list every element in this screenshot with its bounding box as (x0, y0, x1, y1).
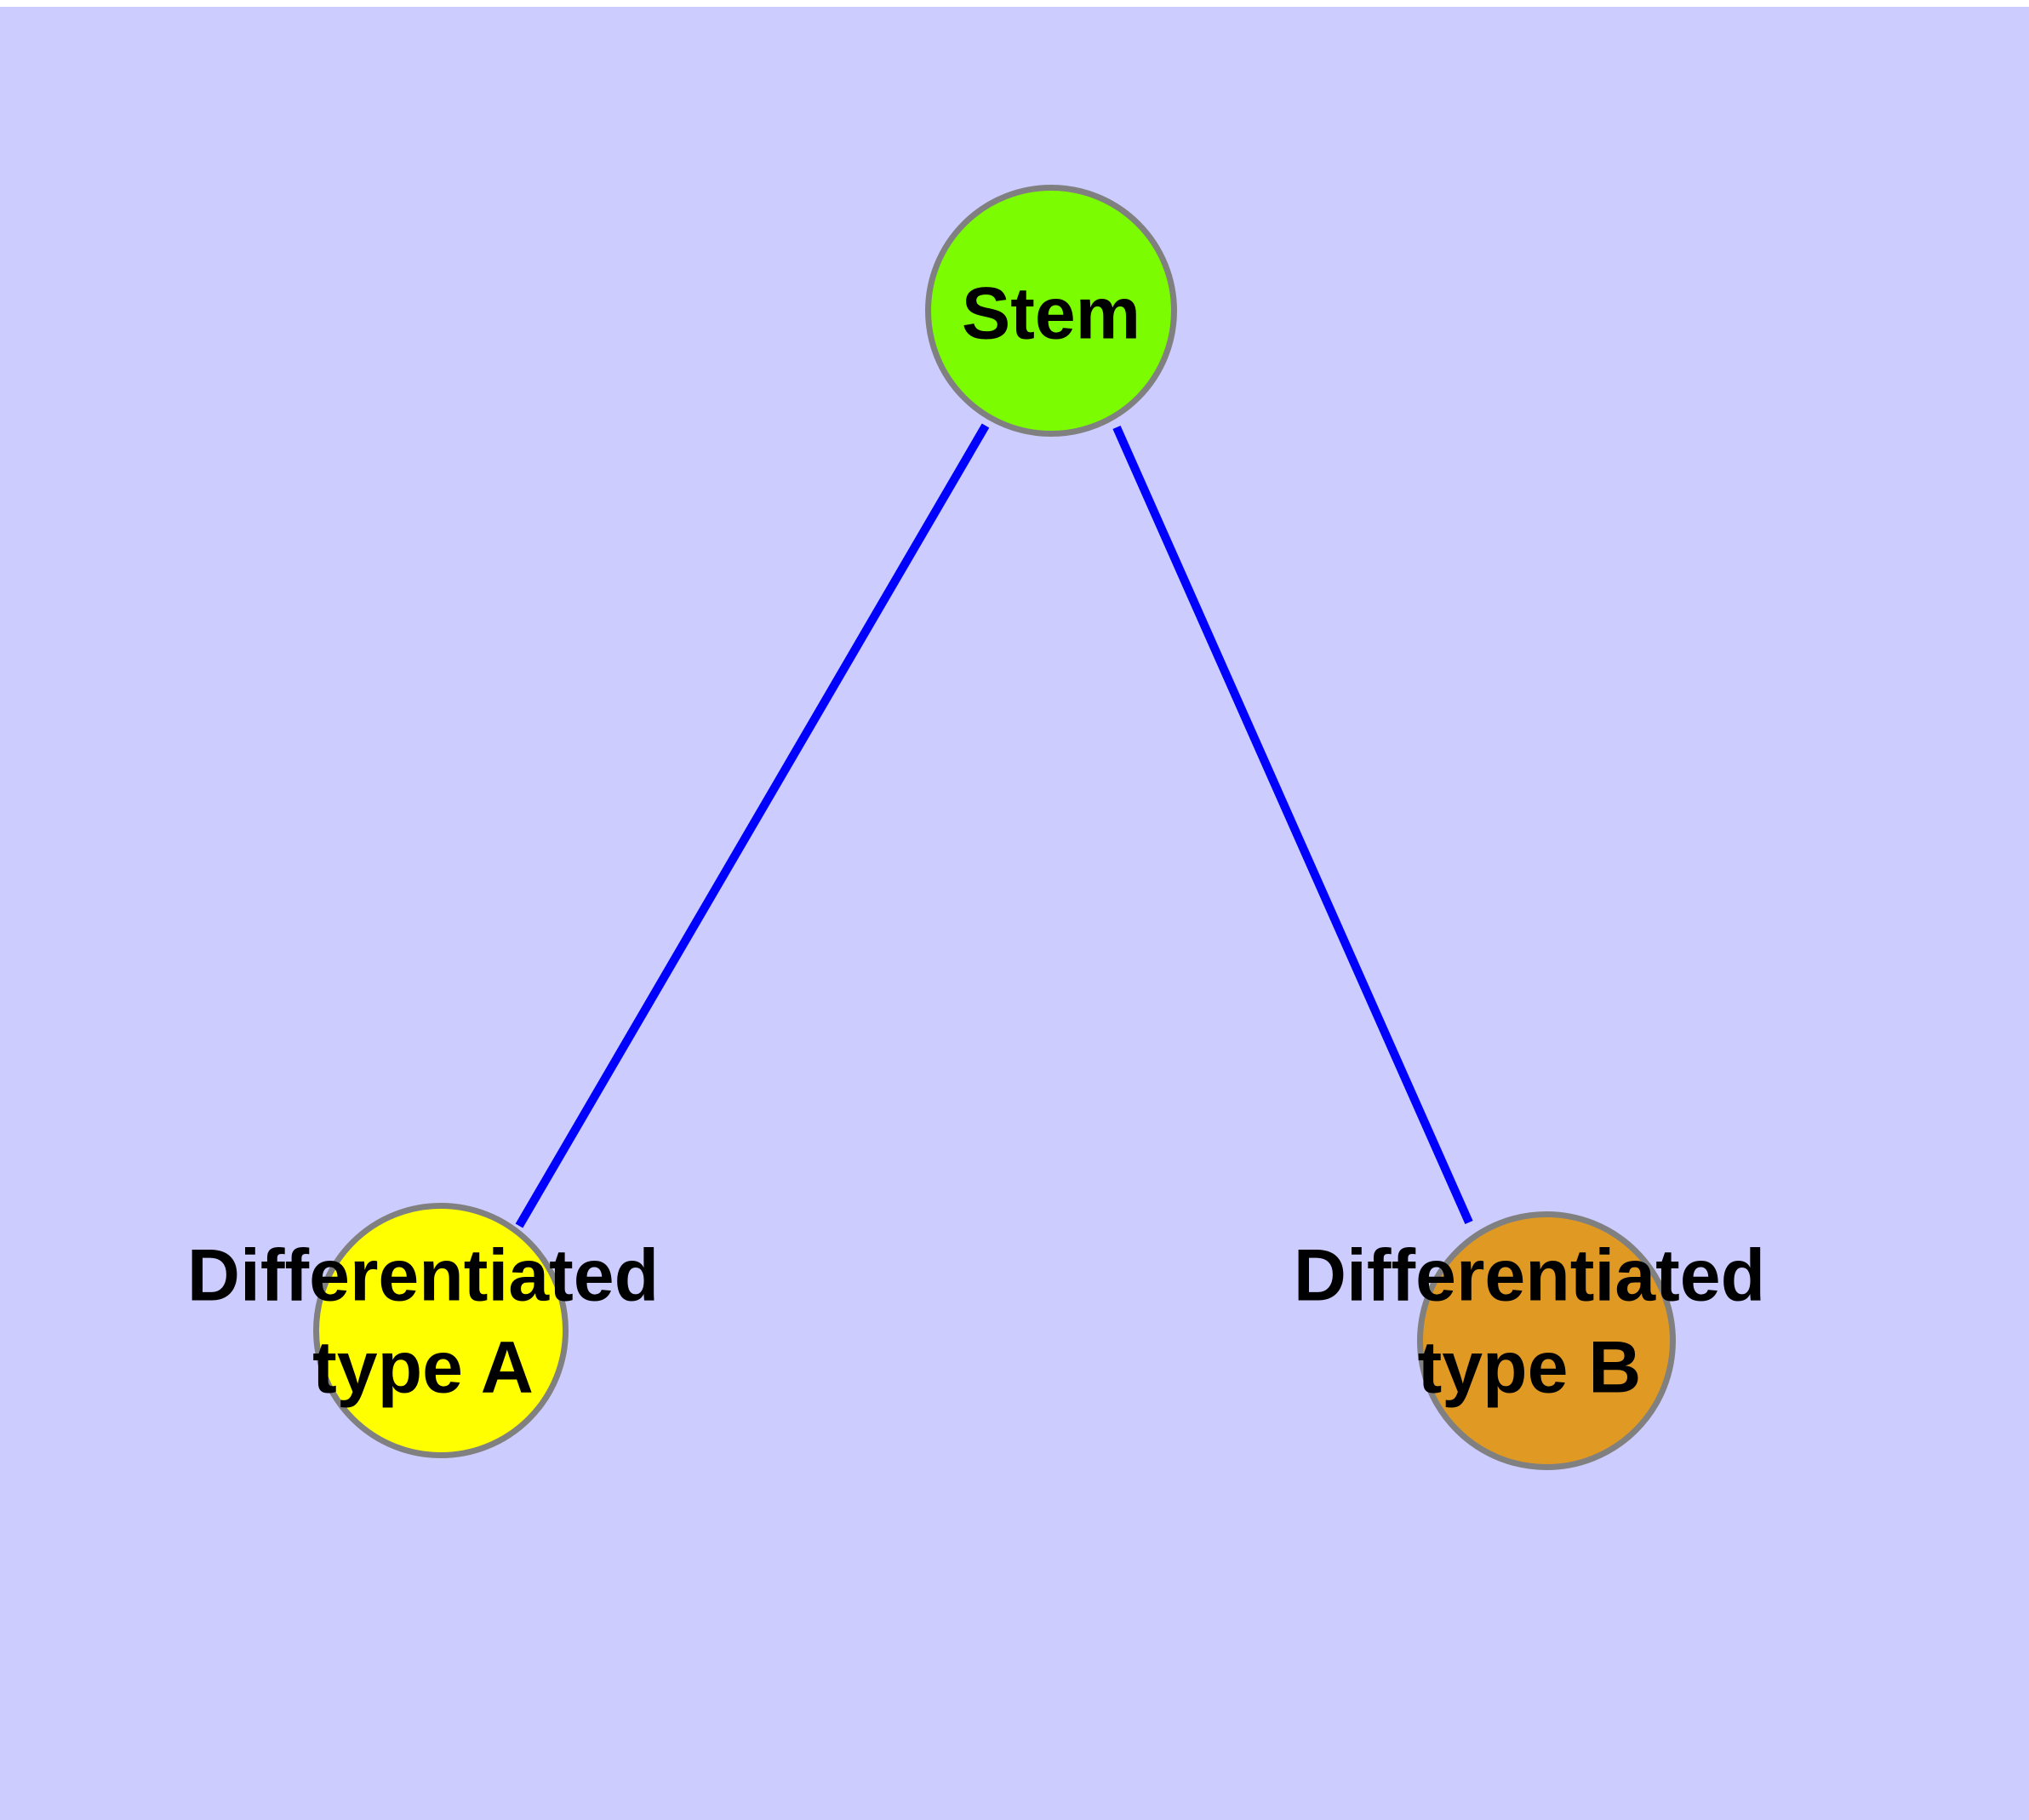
node-diff-a-circle[interactable] (313, 1203, 569, 1458)
node-diff-a-label-line1: Differentiated (187, 1235, 659, 1317)
node-stem-circle[interactable] (925, 185, 1177, 437)
node-diff-b-label-line2: type B (1418, 1327, 1642, 1409)
node-group: Stem Differentiated type A Differentiate… (187, 185, 1765, 1470)
node-diff-b-circle[interactable] (1417, 1211, 1676, 1470)
node-diff-a[interactable]: Differentiated type A (187, 1203, 659, 1458)
node-stem-label: Stem (962, 273, 1140, 355)
node-diff-b-label-line1: Differentiated (1294, 1235, 1765, 1317)
node-diff-a-label-line2: type A (312, 1327, 534, 1409)
node-diff-b[interactable]: Differentiated type B (1294, 1211, 1765, 1470)
node-stem[interactable]: Stem (925, 185, 1177, 437)
edge-stem-to-diff-a[interactable] (515, 423, 990, 1228)
edge-stem-to-diff-b[interactable] (1112, 425, 1473, 1225)
edge-group (515, 423, 1473, 1228)
